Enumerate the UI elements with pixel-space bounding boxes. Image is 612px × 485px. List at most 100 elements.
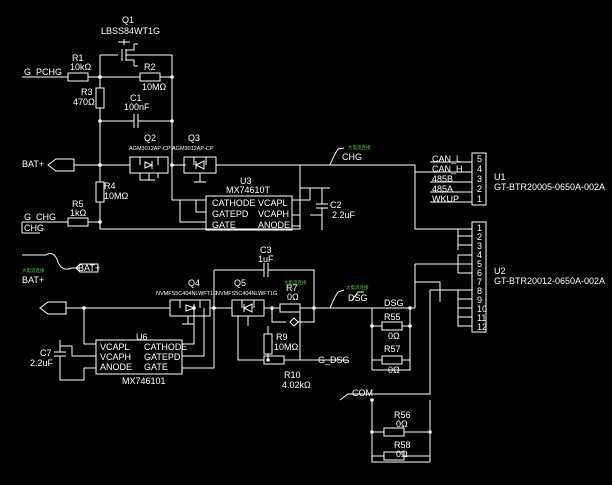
u3-value: MX74610T: [226, 185, 271, 195]
c1-ref: C1: [130, 93, 142, 103]
r1-ref: R1: [72, 53, 84, 63]
q5-ref: Q5: [234, 278, 246, 288]
u2-ref: U2: [494, 266, 506, 276]
u6-pin-gate: GATE: [144, 362, 168, 372]
u2-value: GT-BTR20012-0650A-002A: [494, 276, 605, 286]
u1-ref: U1: [494, 172, 506, 182]
u2-pin-7: 7: [477, 277, 482, 287]
r4-ref: R4: [104, 181, 116, 191]
c7-ref: C7: [40, 348, 52, 358]
q4-ref: Q4: [188, 278, 200, 288]
c7-value: 2.2uF: [30, 358, 54, 368]
net-g-pchg: G_PCHG: [24, 67, 62, 77]
r56-value: 0Ω: [396, 419, 408, 429]
u1-value: GT-BTR20005-0650A-002A: [494, 182, 605, 192]
r2-ref: R2: [144, 62, 156, 72]
r1-value: 10kΩ: [70, 62, 92, 72]
q2-value: AGM3012AP-CP: [129, 146, 171, 152]
c3-value: 1uF: [258, 254, 274, 264]
r3-value: 470Ω: [73, 97, 95, 107]
u6-pin-vcapl: VCAPL: [100, 342, 130, 352]
u6-ref: U6: [136, 332, 148, 342]
r9-value: 10MΩ: [274, 342, 299, 352]
q3-ref: Q3: [188, 133, 200, 143]
u1-pin-2: 2: [477, 184, 482, 194]
q1-value: LBSS84WT1G: [101, 26, 160, 36]
r4-value: 10MΩ: [104, 191, 129, 201]
u3-pin-gate: GATE: [212, 220, 236, 230]
u1-pin-4: 4: [477, 164, 482, 174]
q1-transistor: Q1 LBSS84WT1G: [100, 15, 160, 67]
c1-value: 100nF: [124, 102, 150, 112]
net-chg-sub: 大电流连接: [348, 144, 371, 151]
net-chg-top: CHG: [342, 152, 362, 162]
q4-value: NVMFS5C404NLWFT1G: [156, 291, 217, 297]
net-bat-plus-bottom: BAT+: [22, 275, 44, 285]
net-dsg-mid: DSG: [348, 293, 368, 303]
u2-pin-1: 1: [477, 223, 482, 233]
u2-pin-3: 3: [477, 241, 482, 251]
net-g-dsg: G_DSG: [318, 355, 350, 365]
net-bat-plus-small: BAT+: [78, 263, 100, 273]
r55-value: 0Ω: [388, 331, 400, 341]
q3-value: AGM3012AP-CP: [172, 146, 214, 152]
r55-ref: R55: [384, 312, 401, 322]
r5-ref: R5: [72, 199, 84, 209]
u6-value: MX746101: [122, 376, 166, 386]
r7-sub: 大电流连接: [284, 279, 307, 286]
r57-ref: R57: [384, 344, 401, 354]
u3-pin-gatepd: GATEPD: [212, 209, 249, 219]
u2-pin-5: 5: [477, 259, 482, 269]
r10-value: 4.02kΩ: [282, 380, 311, 390]
u3-pin-cathode: CATHODE: [212, 198, 255, 208]
u2-pin-10: 10: [477, 304, 487, 314]
u6-pin-anode: ANODE: [100, 362, 132, 372]
u1-pin-5: 5: [477, 154, 482, 164]
u1-label-485b: 485B: [432, 174, 453, 184]
u2-pin-12: 12: [477, 322, 487, 332]
u6-pin-vcaph: VCAPH: [100, 352, 131, 362]
u2-pin-6: 6: [477, 268, 482, 278]
u6-pin-cathode: CATHODE: [144, 342, 187, 352]
r9-ref: R9: [276, 332, 288, 342]
r5-value: 1kΩ: [70, 208, 87, 218]
u2-pin-4: 4: [477, 250, 482, 260]
net-dsg-sub: 大电流连接: [346, 284, 369, 291]
u2-pin-11: 11: [477, 313, 486, 323]
q2-ref: Q2: [144, 133, 156, 143]
q1-ref: Q1: [122, 15, 134, 25]
r56-ref: R56: [394, 410, 411, 420]
u1-pin-3: 3: [477, 174, 482, 184]
u3-ref: U3: [240, 176, 252, 186]
r3-ref: R3: [81, 87, 93, 97]
r57-value: 0Ω: [388, 365, 400, 375]
u1-label-wkup: WKUP: [432, 194, 459, 204]
r7-ref: R7: [286, 283, 298, 293]
u1-label-can-h: CAN_H: [432, 164, 463, 174]
net-bat-plus-small-sub: 大电流连接: [22, 267, 45, 274]
u2-pin-2: 2: [477, 232, 482, 242]
r7-value: 0Ω: [287, 292, 299, 302]
u1-label-can-l: CAN_L: [432, 154, 461, 164]
c2-ref: C2: [330, 200, 342, 210]
c3-ref: C3: [260, 245, 272, 255]
net-dsg-right: DSG: [384, 298, 404, 308]
net-chg-left: CHG: [24, 223, 44, 233]
u1-pin-1: 1: [477, 194, 482, 204]
net-g-chg: G_CHG: [24, 212, 56, 222]
r58-value: 0Ω: [396, 449, 408, 459]
u3-pin-anode: ANODE: [258, 220, 290, 230]
c2-value: 2.2uF: [332, 210, 356, 220]
r10-ref: R10: [284, 370, 301, 380]
u2-pin-8: 8: [477, 286, 482, 296]
r2-value: 10MΩ: [142, 82, 167, 92]
net-com: COM: [352, 388, 373, 398]
u2-pin-numbers: 1 2 3 4 5 6 7 8 9 10 11 12: [477, 223, 487, 332]
u2-pin-9: 9: [477, 295, 482, 305]
u3-pin-vcapl: VCAPL: [258, 198, 288, 208]
u1-label-485a: 485A: [432, 184, 453, 194]
u6-pin-gatepd: GATEPD: [144, 352, 181, 362]
u3-pin-vcaph: VCAPH: [258, 209, 289, 219]
